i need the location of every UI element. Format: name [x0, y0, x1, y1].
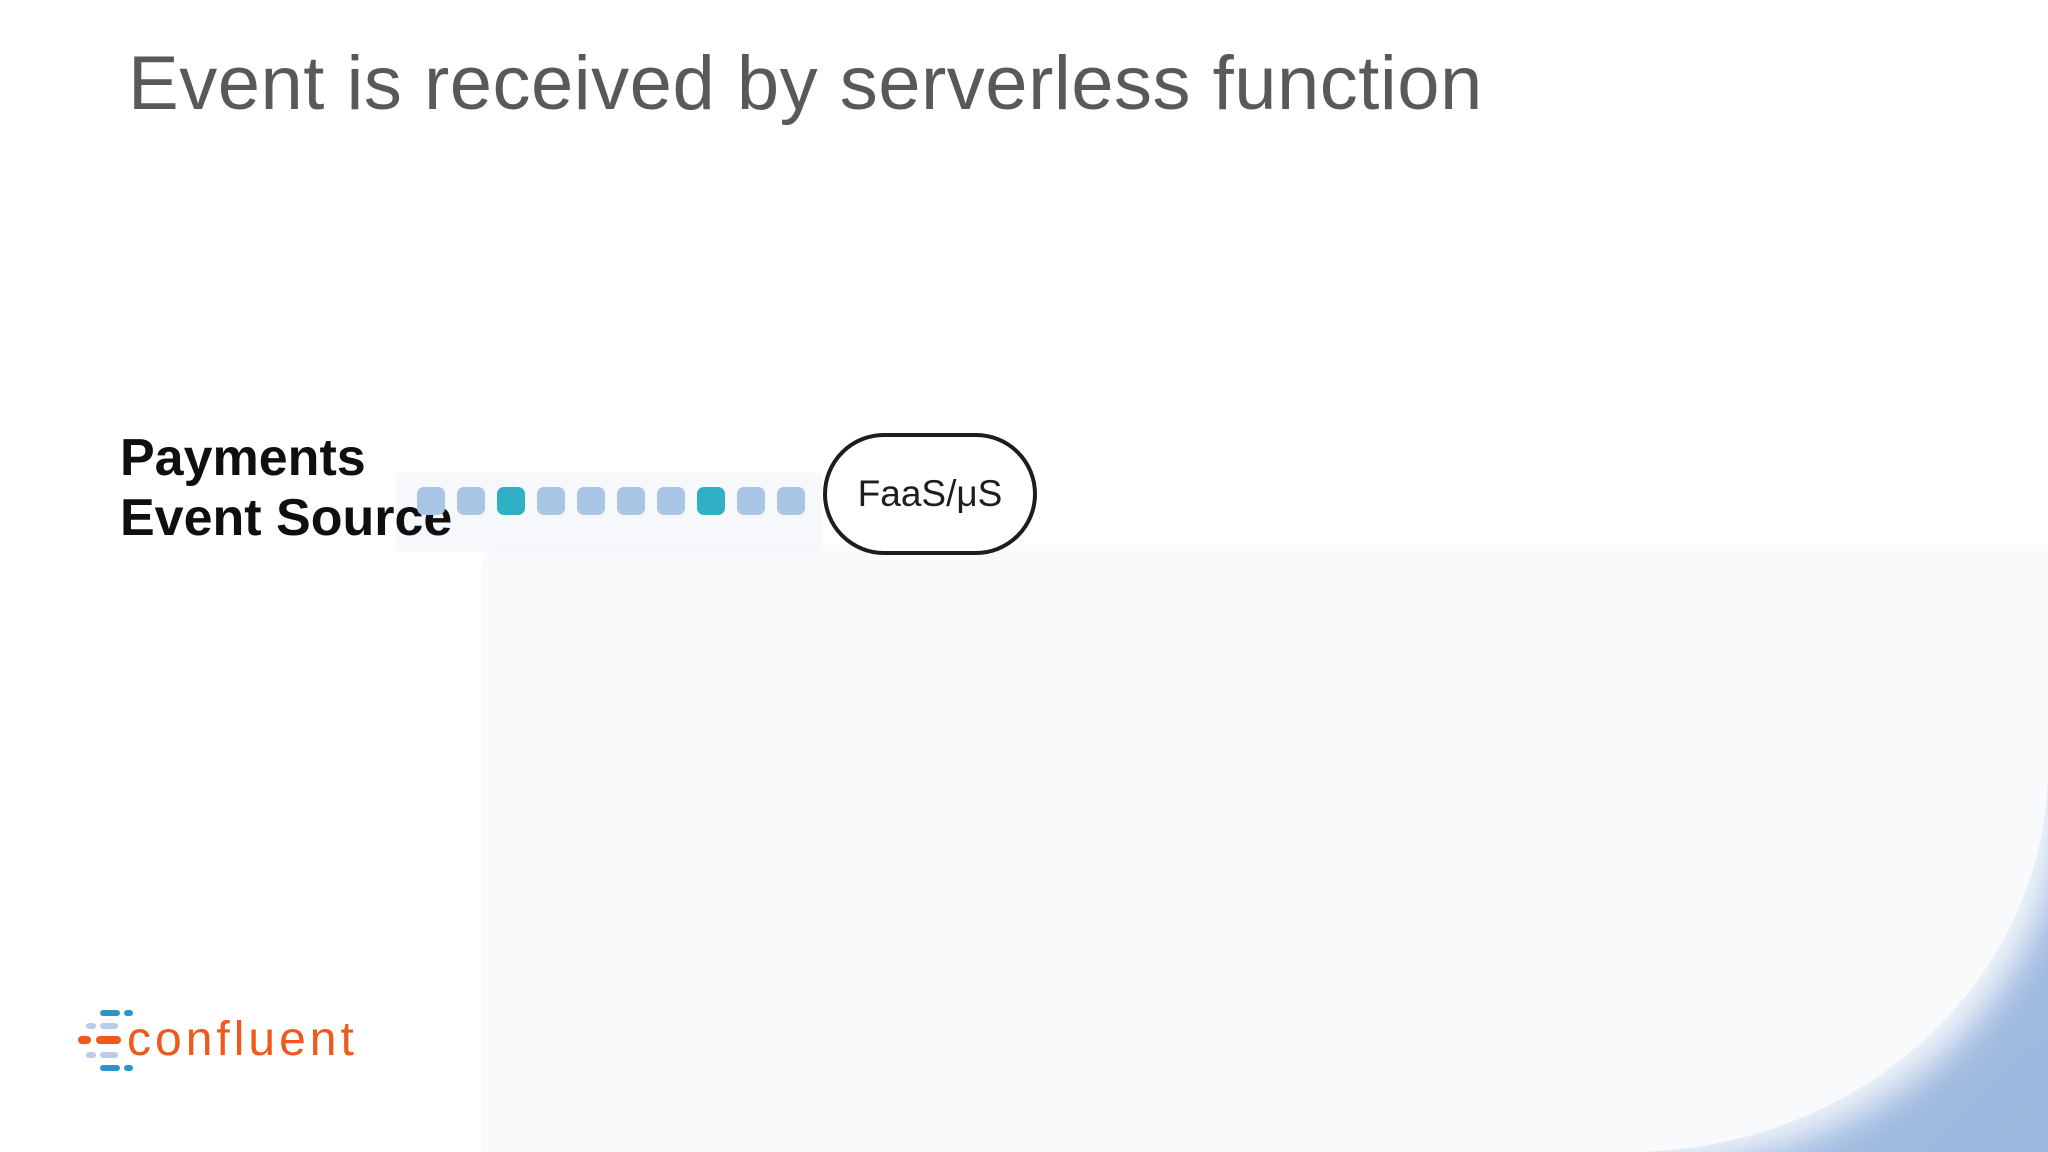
event-square — [417, 487, 445, 515]
logo-dash — [124, 1065, 133, 1071]
confluent-logo: confluent — [78, 1008, 418, 1078]
logo-dash — [100, 1052, 118, 1058]
faas-node: FaaS/μS — [823, 433, 1037, 555]
logo-dash — [100, 1010, 120, 1016]
background-panel — [481, 545, 2048, 1152]
event-square — [537, 487, 565, 515]
page-title: Event is received by serverless function — [128, 41, 1483, 126]
event-source-label: Payments Event Source — [120, 428, 452, 548]
logo-dash — [100, 1023, 118, 1029]
event-source-label-line2: Event Source — [120, 489, 453, 547]
confluent-wordmark: confluent — [127, 1013, 358, 1066]
confluent-logo-mark-icon — [78, 1008, 138, 1074]
logo-dash — [78, 1036, 91, 1044]
event-square — [617, 487, 645, 515]
faas-node-label: FaaS/μS — [857, 473, 1003, 514]
logo-dash — [124, 1010, 133, 1016]
event-square — [577, 487, 605, 515]
event-square — [737, 487, 765, 515]
logo-dash — [86, 1023, 96, 1029]
event-square — [497, 487, 525, 515]
event-square — [457, 487, 485, 515]
event-square — [697, 487, 725, 515]
event-square — [657, 487, 685, 515]
event-stream — [417, 487, 805, 515]
logo-dash — [96, 1036, 121, 1044]
event-source-label-line1: Payments — [120, 429, 366, 487]
logo-dash — [100, 1065, 120, 1071]
event-square — [777, 487, 805, 515]
logo-dash — [86, 1052, 96, 1058]
